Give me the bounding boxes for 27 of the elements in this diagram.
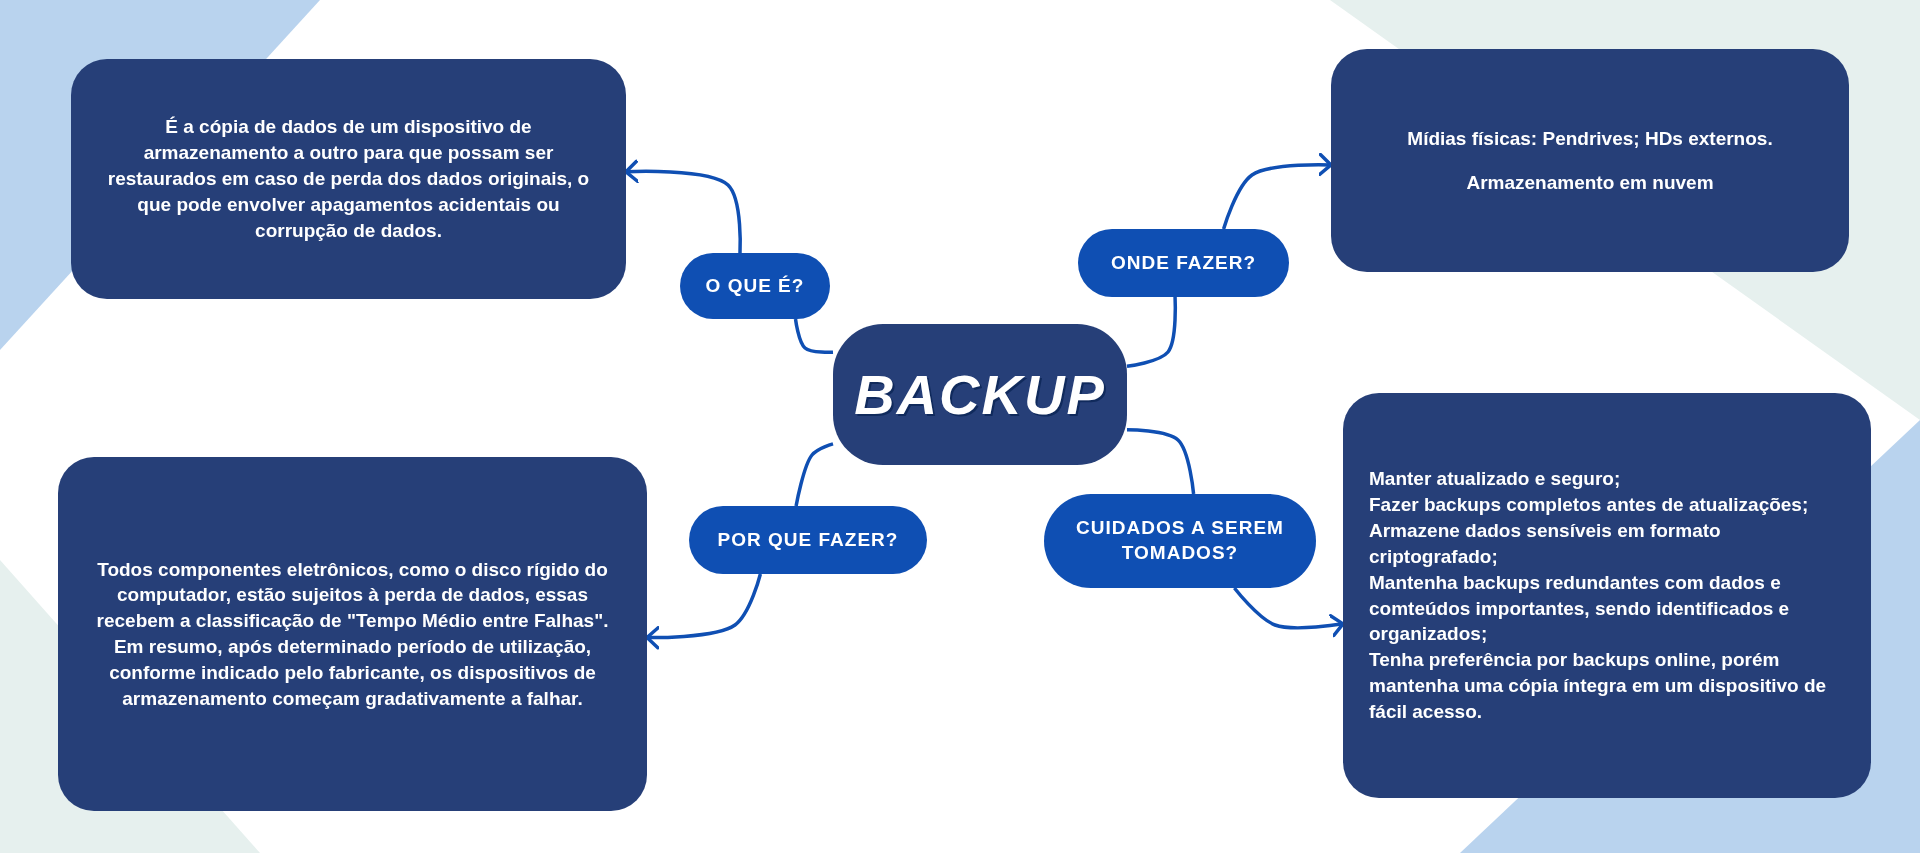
body-text: Manter atualizado e seguro;: [1369, 467, 1622, 492]
body-text: Armazenamento em nuvem: [1466, 170, 1714, 195]
info-box: [71, 59, 626, 299]
curved-arrow: [645, 573, 763, 650]
topic-text: CUIDADOS A SEREM TOMADOS?: [1075, 516, 1285, 565]
curved-arrow: [1233, 586, 1345, 638]
info-box: [58, 457, 647, 811]
info-box: [1343, 393, 1871, 798]
body-text: Mídias físicas: Pendrives; HDs externos.: [1407, 126, 1773, 151]
connector-line: [1126, 428, 1196, 495]
topic-text: POR QUE FAZER?: [717, 527, 899, 552]
curved-arrow: [624, 159, 742, 254]
connector-line: [793, 318, 834, 355]
title-text: BACKUP: [854, 362, 1106, 427]
body-text: Mantenha backups redundantes com dados e comteúdos importantes, sendo identificados e organizados;: [1369, 570, 1791, 647]
body-text: Tenha preferência por backups online, porém mantenha uma cópia íntegra em um dispositivo de fácil acesso.: [1369, 648, 1828, 724]
connector-line: [1126, 296, 1178, 369]
info-box: [1331, 49, 1849, 272]
body-text: É a cópia de dados de um dispositivo de armazenamento a outro para que possam ser restaurados em caso de perda dos dados originais, o que pode envolver apagamentos acidentais ou corrupção de dados.: [106, 115, 591, 243]
connector-line: [794, 442, 834, 507]
central-topic: [833, 324, 1127, 465]
body-text: Fazer backups completos antes de atualizações;: [1369, 493, 1810, 518]
body-text: Todos componentes eletrônicos, como o disco rígido do computador, estão sujeitos à perda de dados, essas recebem a classificação de "Tempo Médio entre Falhas". Em resumo, após determinado período de utilização, conforme indicado pelo fabricante, os dispositivos de armazenamento começam gradativamente a falhar.: [95, 557, 610, 711]
body-text: Armazene dados sensíveis em formato criptografado;: [1369, 519, 1722, 569]
topic-text: O QUE É?: [705, 273, 805, 298]
curved-arrow: [1221, 152, 1333, 230]
topic-text: ONDE FAZER?: [1110, 250, 1257, 275]
